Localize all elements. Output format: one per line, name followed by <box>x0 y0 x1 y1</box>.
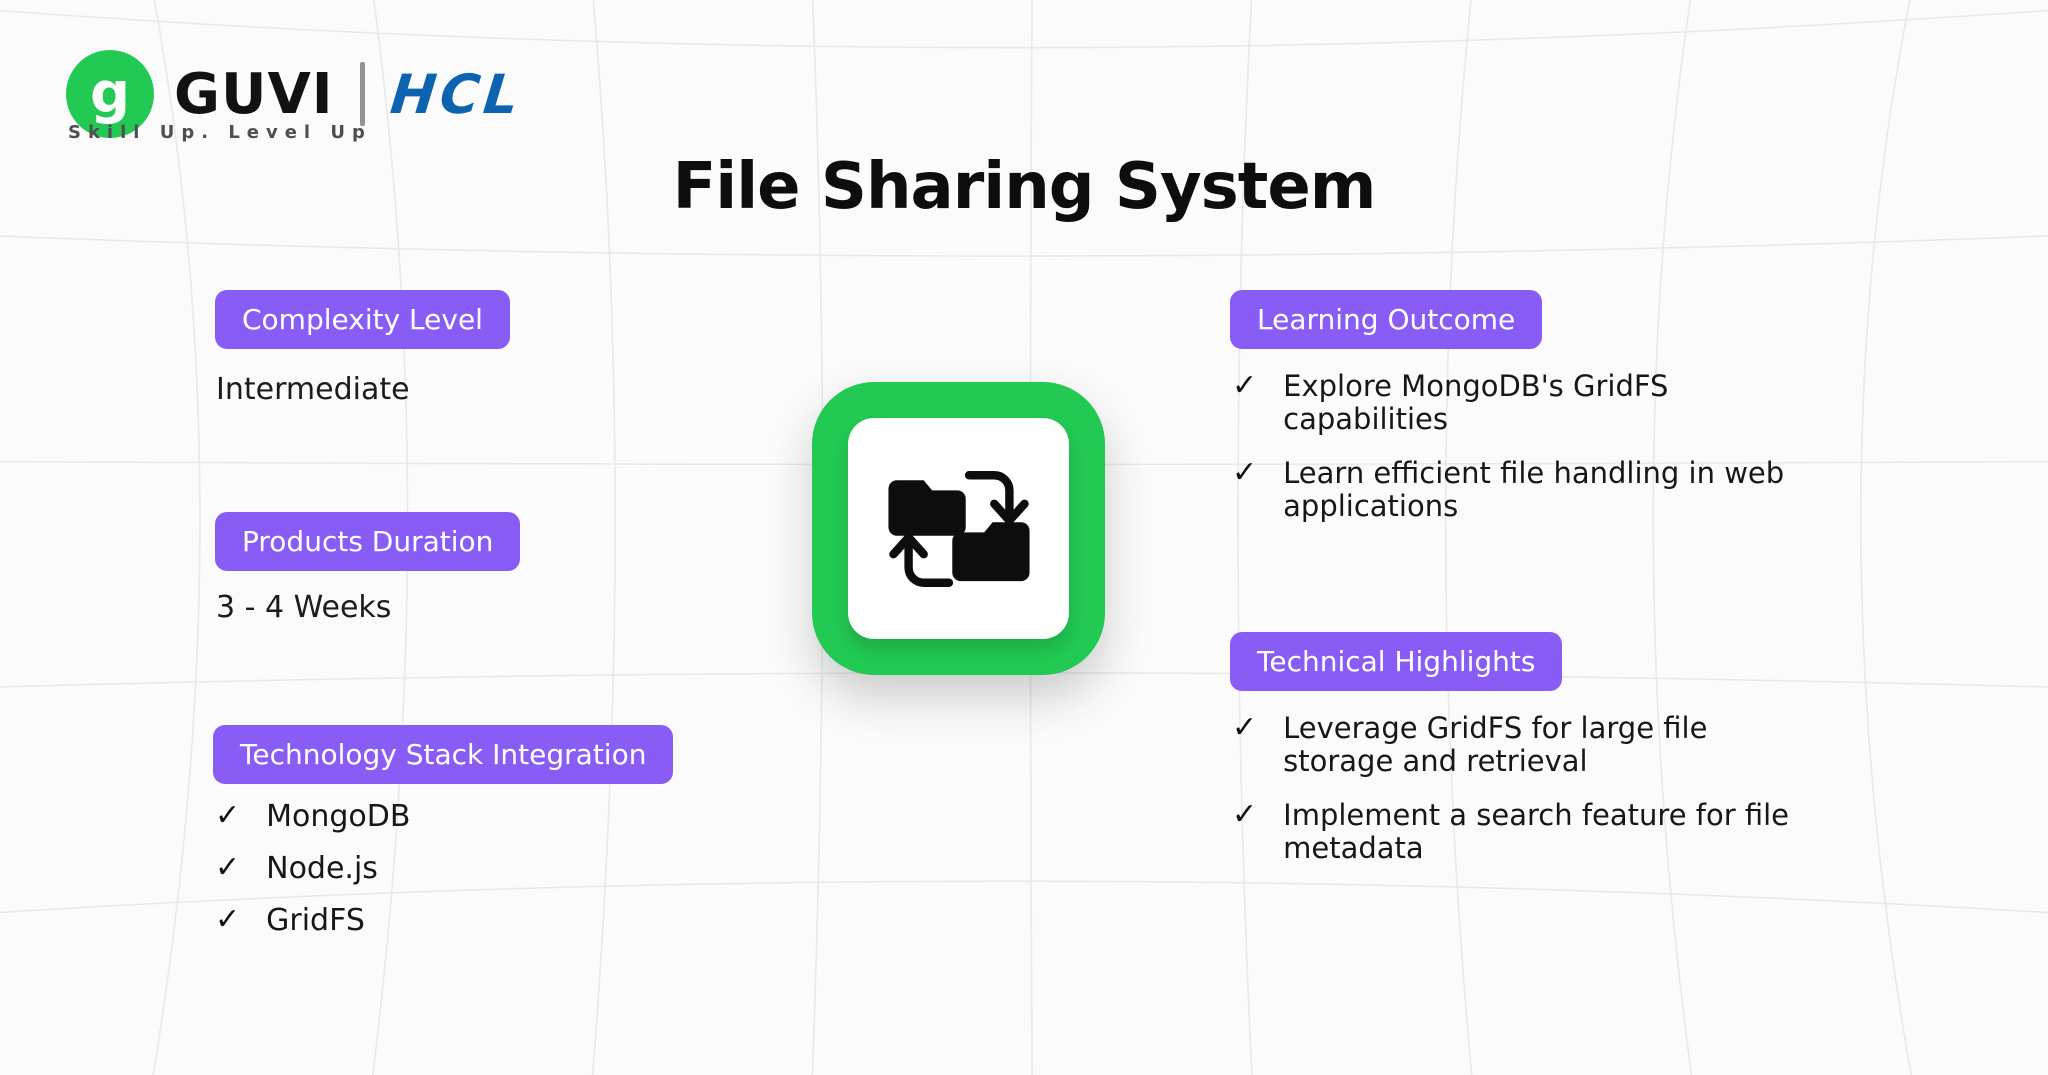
list-item: ✓ GridFS <box>215 902 410 938</box>
learning-outcome-list: ✓ Explore MongoDB's GridFS capabilities … <box>1232 370 1792 544</box>
complexity-level-badge: Complexity Level <box>215 290 510 349</box>
page-title: File Sharing System <box>672 150 1377 224</box>
check-icon: ✓ <box>215 798 241 833</box>
check-icon: ✓ <box>1232 710 1258 745</box>
guvi-mark-glyph: g <box>89 61 131 126</box>
list-item: ✓ Learn efficient file handling in web a… <box>1232 457 1792 523</box>
check-icon: ✓ <box>1232 368 1258 403</box>
check-icon: ✓ <box>215 902 241 937</box>
list-item-label: Explore MongoDB's GridFS capabilities <box>1283 369 1669 436</box>
products-duration-value: 3 - 4 Weeks <box>216 590 392 625</box>
list-item-label: Leverage GridFS for large file storage a… <box>1283 711 1708 778</box>
technical-highlights-list: ✓ Leverage GridFS for large file storage… <box>1232 712 1822 886</box>
list-item: ✓ Explore MongoDB's GridFS capabilities <box>1232 370 1792 436</box>
list-item-label: GridFS <box>266 903 365 938</box>
folder-transfer-icon <box>848 418 1069 639</box>
guvi-logo-icon: g <box>66 50 154 138</box>
list-item-label: Implement a search feature for file meta… <box>1283 798 1790 865</box>
file-transfer-icon-tile <box>812 382 1105 675</box>
check-icon: ✓ <box>1232 797 1258 832</box>
list-item: ✓ Node.js <box>215 850 410 886</box>
brand-logo: g GUVI HCL <box>66 50 526 138</box>
list-item-label: Node.js <box>266 851 378 886</box>
list-item-label: Learn efficient file handling in web app… <box>1283 456 1785 523</box>
check-icon: ✓ <box>1232 455 1258 490</box>
hcl-wordmark: HCL <box>387 62 526 126</box>
list-item: ✓ Leverage GridFS for large file storage… <box>1232 712 1822 778</box>
brand-divider <box>359 62 365 126</box>
list-item: ✓ Implement a search feature for file me… <box>1232 799 1822 865</box>
check-icon: ✓ <box>215 850 241 885</box>
complexity-level-value: Intermediate <box>216 372 410 407</box>
technology-stack-list: ✓ MongoDB ✓ Node.js ✓ GridFS <box>215 800 410 956</box>
learning-outcome-badge: Learning Outcome <box>1230 290 1543 349</box>
guvi-wordmark: GUVI <box>174 61 334 127</box>
technical-highlights-badge: Technical Highlights <box>1230 632 1563 691</box>
technology-stack-badge: Technology Stack Integration <box>213 725 674 784</box>
list-item: ✓ MongoDB <box>215 798 411 834</box>
brand-tagline: Skill Up. Level Up <box>68 122 372 143</box>
products-duration-badge: Products Duration <box>215 512 521 571</box>
list-item-label: MongoDB <box>266 799 411 834</box>
